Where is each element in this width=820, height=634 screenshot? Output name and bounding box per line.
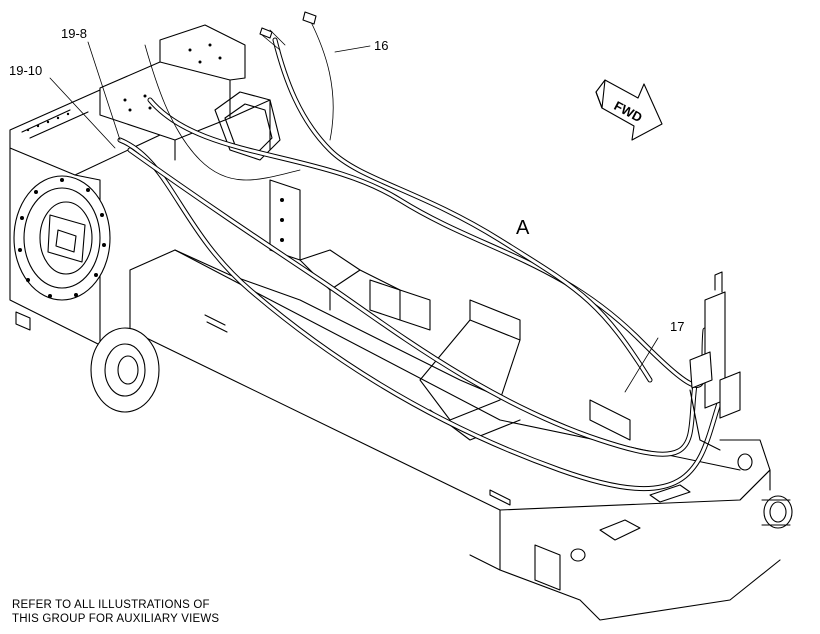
callout-16: 16 (374, 38, 389, 53)
left-housing (9, 89, 161, 346)
note-line-1: REFER TO ALL ILLUSTRATIONS OF (12, 599, 210, 611)
leader-lines (49, 41, 659, 393)
callout-17: 17 (670, 319, 685, 334)
callout-19-8: 19-8 (61, 26, 88, 41)
fwd-arrow: FWD (595, 79, 663, 141)
center-cradle (269, 179, 631, 441)
side-rail (90, 249, 781, 621)
auxiliary-views-note: REFER TO ALL ILLUSTRATIONS OF THIS GROUP… (12, 598, 219, 626)
connector-bracket (689, 271, 741, 451)
rear-tower (99, 24, 281, 161)
view-a-label: A (516, 217, 530, 239)
front-nose (719, 439, 793, 529)
callout-19-10: 19-10 (9, 63, 43, 78)
note-line-2: THIS GROUP FOR AUXILIARY VIEWS (12, 613, 220, 625)
